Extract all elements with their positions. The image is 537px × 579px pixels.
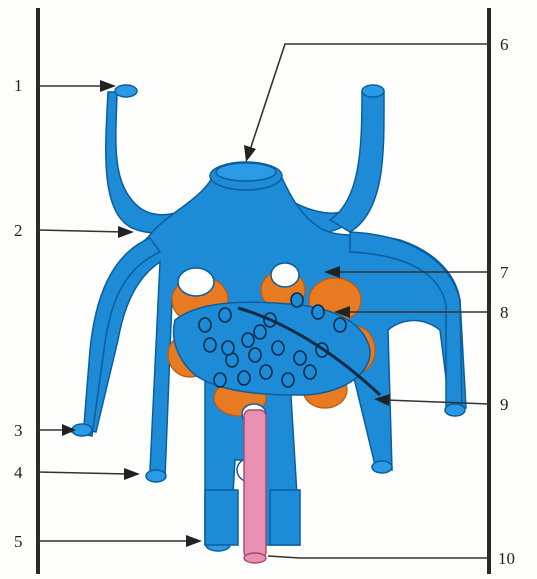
central-vein-opening <box>216 163 276 181</box>
plexus-pore <box>219 308 231 322</box>
label-9: 9 <box>500 395 509 414</box>
plexus-pore <box>282 373 294 387</box>
arrowhead-6 <box>244 145 256 162</box>
gap <box>271 263 299 287</box>
plexus-pore <box>272 341 284 355</box>
plexus-pore <box>238 371 250 385</box>
arrowhead-1 <box>100 80 116 92</box>
plexus-pore <box>199 318 211 332</box>
label-4: 4 <box>14 463 23 482</box>
label-5: 5 <box>14 532 23 551</box>
vessel-opening <box>372 461 392 473</box>
vessel-opening <box>445 404 465 416</box>
vessel-opening <box>115 85 137 97</box>
vessel-opening <box>146 470 166 482</box>
label-2: 2 <box>14 221 23 240</box>
label-10: 10 <box>498 549 515 568</box>
leader-4 <box>38 472 128 474</box>
label-7: 7 <box>500 263 509 282</box>
upper-right-vessel-body <box>330 92 384 232</box>
vessel-opening <box>362 85 384 97</box>
label-1: 1 <box>14 76 23 95</box>
arrowhead-4 <box>124 468 140 480</box>
leader-9 <box>386 400 489 404</box>
plexus-pore <box>334 318 346 332</box>
plexus-pore <box>204 338 216 352</box>
lower-trunk-wrap-right <box>270 490 300 545</box>
plexus-pore <box>249 348 261 362</box>
plexus-pore <box>242 333 254 347</box>
plexus-pore <box>294 351 306 365</box>
label-3: 3 <box>14 421 23 440</box>
plexus-pore <box>222 341 234 355</box>
arrowhead-5 <box>186 535 202 547</box>
plexus-pore <box>312 305 324 319</box>
plexus-pore <box>304 365 316 379</box>
duct <box>244 410 266 563</box>
gap <box>178 268 214 296</box>
leader-10 <box>268 556 489 558</box>
duct-opening <box>244 553 266 563</box>
leader-2 <box>38 230 124 232</box>
label-8: 8 <box>500 303 509 322</box>
plexus-pore <box>260 365 272 379</box>
label-6: 6 <box>500 35 509 54</box>
plexus-pore <box>254 325 266 339</box>
duct-tube <box>244 410 266 558</box>
lower-trunk-wrap <box>205 490 238 545</box>
plexus-pore <box>214 373 226 387</box>
plexus-pore <box>291 293 303 307</box>
